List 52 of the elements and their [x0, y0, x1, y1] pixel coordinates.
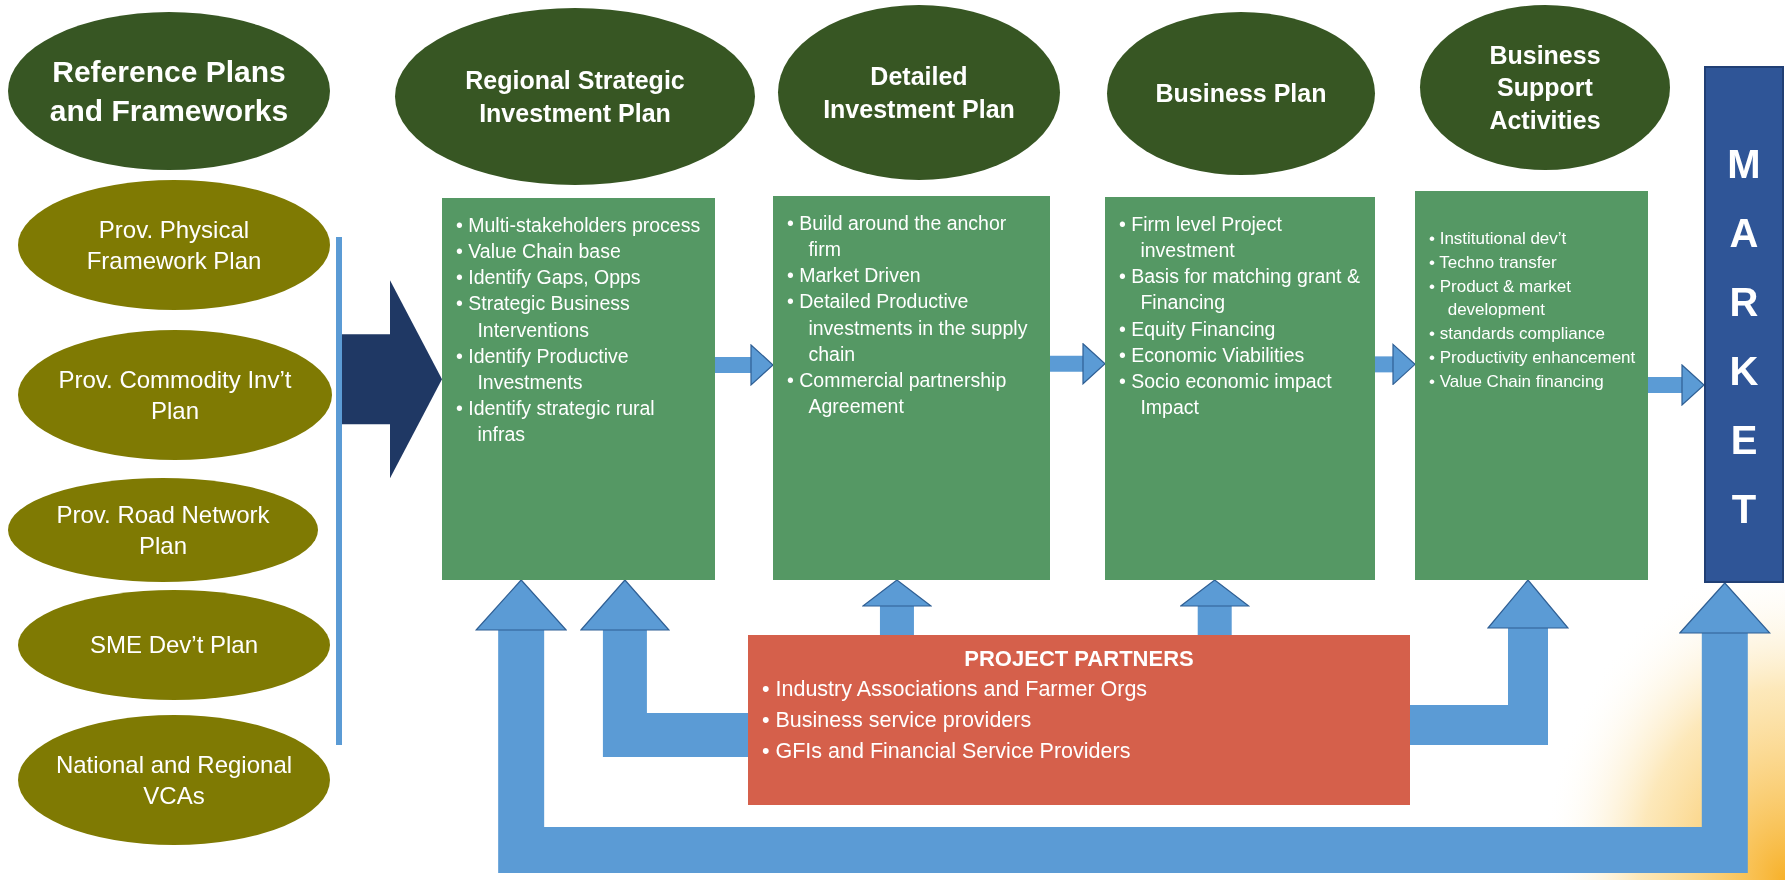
bullet-item: • Product & market development — [1429, 275, 1572, 322]
content-box — [1105, 197, 1375, 580]
ellipse-label: Regional Strategic Investment Plan — [464, 65, 686, 129]
column-label: MARKET — [1726, 141, 1762, 533]
content-box — [1415, 191, 1648, 580]
block-arrow — [1648, 364, 1705, 406]
ellipse-label: Detailed Investment Plan — [822, 61, 1016, 125]
bullet-item: • Industry Associations and Farmer Orgs — [762, 675, 1149, 703]
bullet-item: • Identify Productive Investments — [456, 343, 630, 395]
bullet-item: • Identify Gaps, Opps — [456, 265, 642, 291]
content-box — [773, 196, 1050, 580]
bullet-item: • Basis for matching grant & Financing — [1119, 264, 1361, 316]
bullet-item: • Techno transfer — [1429, 251, 1558, 274]
bullet-item: • Institutional dev’t — [1429, 228, 1568, 250]
ellipse-label: SME Dev’t Plan — [88, 630, 260, 661]
bullet-item: • GFIs and Financial Service Providers — [762, 737, 1132, 765]
content-box — [442, 198, 715, 580]
block-arrow — [580, 579, 748, 757]
bullet-item: • Detailed Productive investments in the supply chain — [787, 289, 1029, 367]
bullet-item: • Strategic Business Interventions — [456, 291, 631, 343]
bullet-item: • Firm level Project investment — [1119, 212, 1283, 264]
block-arrow — [1375, 343, 1416, 385]
bracket-bar — [336, 237, 342, 745]
block-arrow — [475, 579, 1771, 873]
ellipse-label: Prov. Road Network Plan — [55, 499, 271, 561]
bullet-item: • Multi-stakeholders process — [456, 213, 702, 238]
partners-box — [748, 635, 1410, 805]
bullet-item: • Market Driven — [787, 263, 922, 289]
ellipse-label: Business Plan — [1154, 78, 1328, 110]
ellipse-label: Prov. Commodity Inv’t Plan — [57, 364, 293, 426]
bullet-item: • Value Chain base — [456, 239, 622, 265]
bullet-item: • Socio economic impact Impact — [1119, 368, 1333, 420]
bullet-item: • Build around the anchor firm — [787, 211, 1008, 263]
block-arrow — [715, 344, 774, 386]
market-column — [1704, 66, 1784, 583]
bullet-item: • Business service providers — [762, 706, 1033, 734]
block-arrow — [342, 280, 442, 479]
bullet-item: • Identify strategic rural infras — [456, 395, 656, 447]
block-arrow — [1180, 579, 1250, 635]
ellipse-label: Business Support Activities — [1488, 39, 1602, 136]
bullet-item: • Economic Viabilities — [1119, 342, 1306, 368]
bullet-item: • Productivity enhancement — [1429, 347, 1637, 369]
bullet-item: • Commercial partnership Agreement — [787, 367, 1008, 419]
ellipse-label: Prov. Physical Framework Plan — [85, 214, 263, 276]
bullet-item: • standards compliance — [1429, 323, 1607, 346]
box-heading: PROJECT PARTNERS — [963, 645, 1195, 673]
bullet-item: • Value Chain financing — [1429, 370, 1605, 393]
ellipse-label: National and Regional VCAs — [54, 749, 294, 811]
ellipse-label: Reference Plans and Frameworks — [48, 54, 290, 129]
block-arrow — [862, 579, 932, 635]
bullet-item: • Equity Financing — [1119, 316, 1277, 342]
block-arrow — [1050, 343, 1106, 385]
